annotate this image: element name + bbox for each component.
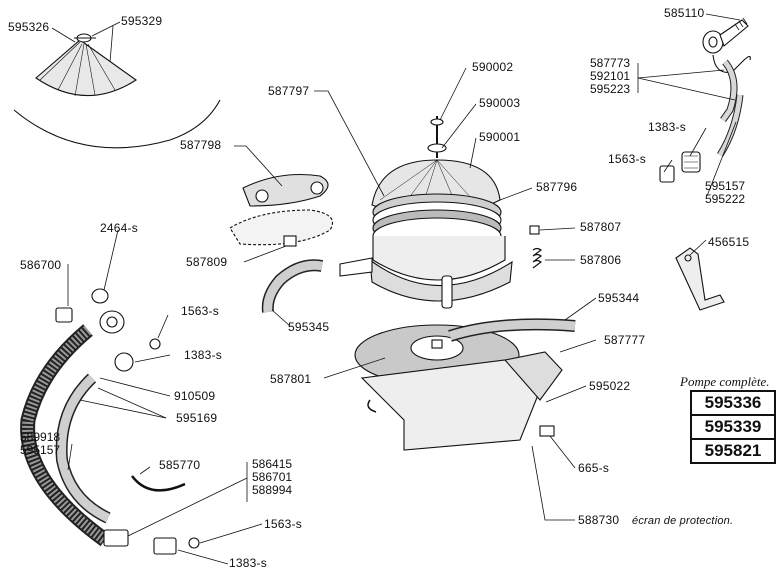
label-595326: 595326: [8, 20, 50, 34]
label-595329: 595329: [121, 14, 163, 28]
pompe-code-3: 595821: [692, 438, 774, 462]
label-1383-s-b: 1383-s: [229, 556, 267, 570]
label-910509: 910509: [174, 389, 216, 403]
pompe-code-2: 595339: [692, 414, 774, 438]
banjo-union: [702, 30, 724, 54]
label-595222: 595222: [705, 192, 746, 206]
label-588730: 588730: [578, 513, 620, 527]
label-589918: 589918: [20, 430, 61, 444]
label-585770: 585770: [159, 458, 201, 472]
hose-union-left: [99, 310, 125, 334]
pompe-code-1: 595336: [704, 393, 762, 412]
filter-cone: [35, 39, 137, 97]
label-587796: 587796: [536, 180, 578, 194]
label-590003: 590003: [479, 96, 521, 110]
label-1563-s-a: 1563-s: [181, 304, 219, 318]
label-587777: 587777: [604, 333, 646, 347]
label-1383-s-c: 1383-s: [648, 120, 686, 134]
label-587806: 587806: [580, 253, 622, 267]
label-587801: 587801: [270, 372, 312, 386]
label-595344: 595344: [598, 291, 640, 305]
label-587809: 587809: [186, 255, 228, 269]
label-stack-587773: 587773 592101 595223: [590, 57, 630, 96]
bolt: [539, 425, 555, 437]
label-585110: 585110: [664, 6, 705, 20]
label-586415: 586415: [252, 457, 293, 471]
body-flange: [369, 258, 513, 302]
label-595223: 595223: [590, 82, 631, 96]
label-456515: 456515: [708, 235, 750, 249]
bracket: [675, 247, 725, 311]
label-595345: 595345: [288, 320, 330, 334]
label-586701: 586701: [252, 470, 293, 484]
label-stack-595157: 595157 595222: [705, 180, 745, 206]
inlet-nozzle: [339, 257, 373, 277]
label-1563-s-b: 1563-s: [264, 517, 302, 531]
label-595022: 595022: [589, 379, 631, 393]
label-1383-s-a: 1383-s: [184, 348, 222, 362]
pompe-complete-box: 595336 595339 595821: [690, 390, 776, 464]
pompe-complete-title: Pompe complète.: [680, 374, 770, 389]
label-595157-right: 595157: [705, 179, 746, 193]
label-stack-586415: 586415 586701 588994: [252, 458, 292, 497]
label-587798: 587798: [180, 138, 222, 152]
label-stack-589918: 589918 595157: [20, 431, 60, 457]
small-screw: [283, 235, 297, 247]
inset-border-arc: [13, 99, 221, 149]
label-592101: 592101: [590, 69, 631, 83]
label-587797: 587797: [268, 84, 310, 98]
label-590001: 590001: [479, 130, 521, 144]
label-590002: 590002: [472, 60, 514, 74]
label-595157-left: 595157: [20, 443, 61, 457]
hose-clip: [131, 475, 186, 492]
pump-upper-body: [372, 236, 506, 281]
outlet-nozzle: [441, 275, 453, 309]
label-586700: 586700: [20, 258, 62, 272]
screw-head: [430, 118, 444, 126]
label-665-s: 665-s: [578, 461, 610, 475]
label-588994: 588994: [252, 483, 293, 497]
label-1563-s-c: 1563-s: [608, 152, 646, 166]
label-587773: 587773: [590, 56, 631, 70]
gasket-plate-lower: [229, 209, 334, 246]
label-2464-s: 2464-s: [100, 221, 138, 235]
braided-hose: [20, 324, 110, 547]
protection-screen: [503, 351, 563, 401]
label-588730-note: écran de protection.: [632, 515, 734, 527]
label-595169: 595169: [176, 411, 218, 425]
olive-ring: [659, 165, 675, 183]
spring: [532, 247, 543, 269]
label-587807: 587807: [580, 220, 622, 234]
